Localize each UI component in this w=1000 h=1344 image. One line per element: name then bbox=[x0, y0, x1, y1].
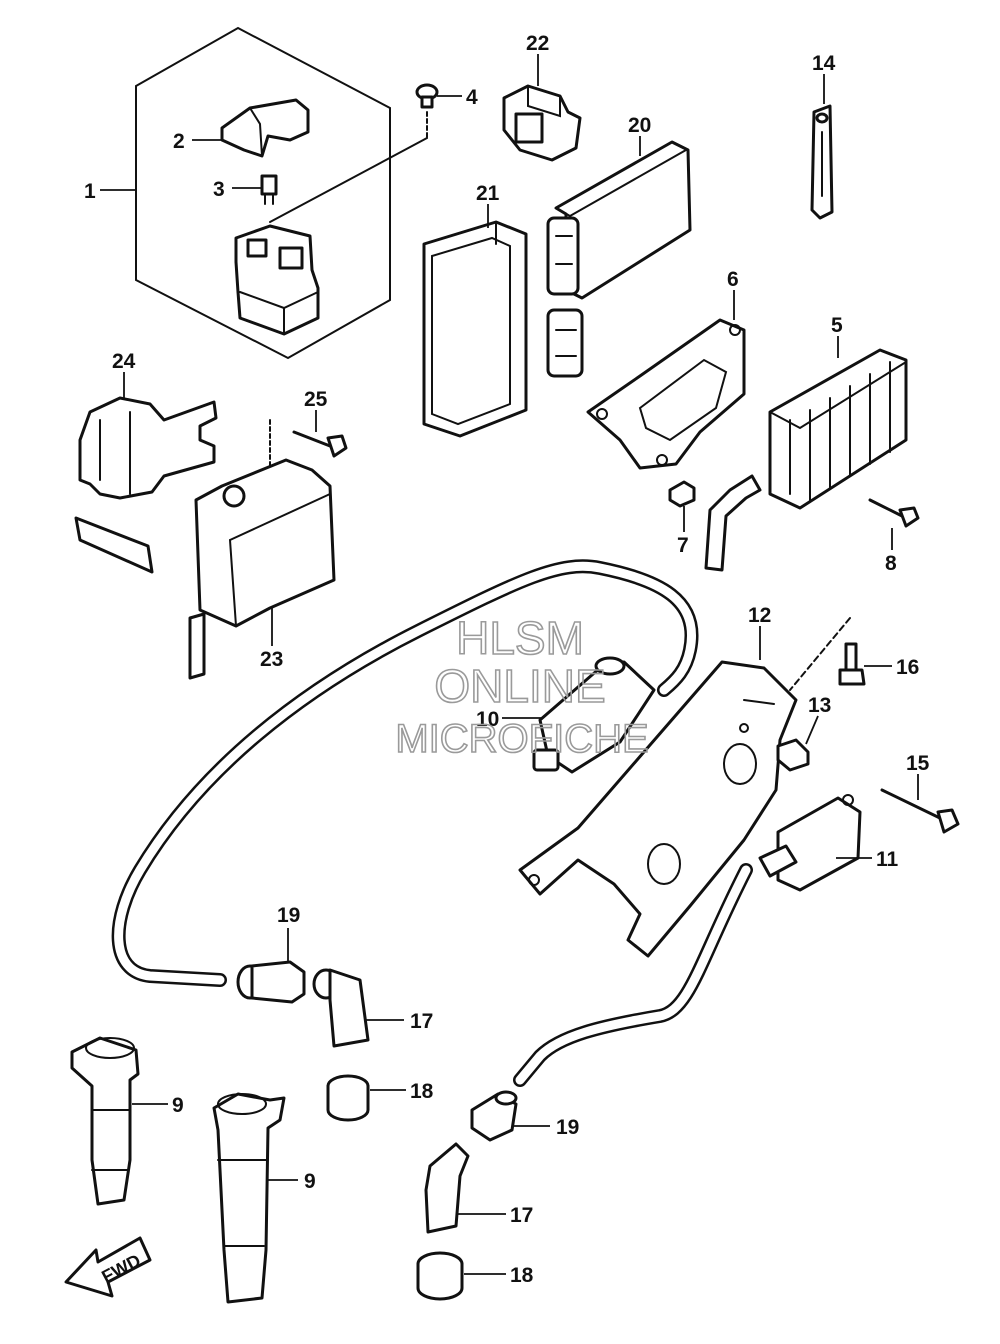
part-4-screw[interactable] bbox=[415, 83, 439, 109]
part-18-seal-upper[interactable] bbox=[326, 1074, 370, 1122]
part-22-connector[interactable] bbox=[502, 84, 582, 162]
part-11-ignition-coil[interactable] bbox=[758, 794, 862, 892]
callout-4[interactable]: 4 bbox=[466, 86, 478, 109]
part-23-ignitor[interactable] bbox=[188, 458, 336, 680]
part-12-coil-bracket[interactable] bbox=[518, 660, 798, 958]
callout-18b[interactable]: 18 bbox=[510, 1264, 534, 1287]
watermark-line3: MICROFICHE bbox=[395, 717, 648, 761]
part-13-spacer[interactable] bbox=[776, 738, 810, 772]
part-17-plug-cap-upper[interactable] bbox=[312, 968, 370, 1048]
callout-18a[interactable]: 18 bbox=[410, 1080, 434, 1103]
callout-12[interactable]: 12 bbox=[748, 604, 771, 627]
part-19-terminal-upper[interactable] bbox=[236, 960, 306, 1004]
part-6-bracket[interactable] bbox=[586, 318, 746, 470]
callout-14[interactable]: 14 bbox=[812, 52, 836, 75]
callout-17b[interactable]: 17 bbox=[510, 1204, 533, 1227]
part-21-frame[interactable] bbox=[422, 220, 528, 438]
callout-5[interactable]: 5 bbox=[831, 314, 843, 337]
callout-11[interactable]: 11 bbox=[876, 848, 899, 871]
callout-1[interactable]: 1 bbox=[84, 180, 96, 203]
callout-8[interactable]: 8 bbox=[885, 552, 897, 575]
part-14-strap[interactable] bbox=[810, 104, 834, 220]
part-17-plug-cap-lower[interactable] bbox=[424, 1142, 470, 1234]
callout-17a[interactable]: 17 bbox=[410, 1010, 433, 1033]
leader-13 bbox=[805, 715, 819, 745]
part-18-seal-lower[interactable] bbox=[416, 1251, 464, 1301]
callout-3[interactable]: 3 bbox=[213, 178, 225, 201]
part-9-stick-coil-right[interactable] bbox=[212, 1092, 286, 1304]
callout-13[interactable]: 13 bbox=[808, 694, 831, 717]
callout-9b[interactable]: 9 bbox=[304, 1170, 316, 1193]
callout-22[interactable]: 22 bbox=[526, 32, 549, 55]
watermark-line1: HLSM bbox=[456, 612, 584, 664]
guide-line-4 bbox=[269, 137, 428, 223]
part-8-bolt[interactable] bbox=[868, 498, 920, 528]
callout-25[interactable]: 25 bbox=[304, 388, 328, 411]
callout-24[interactable]: 24 bbox=[112, 350, 136, 373]
guide-line-16 bbox=[789, 617, 851, 691]
callout-6[interactable]: 6 bbox=[727, 268, 739, 291]
callout-21[interactable]: 21 bbox=[476, 182, 500, 205]
callout-10[interactable]: 10 bbox=[476, 708, 499, 731]
part-19-terminal-lower[interactable] bbox=[470, 1090, 518, 1142]
callout-16[interactable]: 16 bbox=[896, 656, 919, 679]
part-10-ignition-coil[interactable] bbox=[532, 656, 656, 774]
callout-19b[interactable]: 19 bbox=[556, 1116, 579, 1139]
part-5-regulator-rectifier[interactable] bbox=[768, 348, 908, 510]
part-24-holder[interactable] bbox=[74, 396, 218, 574]
callout-2[interactable]: 2 bbox=[173, 130, 185, 153]
callout-15[interactable]: 15 bbox=[906, 752, 930, 775]
part-20-ecm[interactable] bbox=[546, 140, 692, 378]
part-9-stick-coil-left[interactable] bbox=[70, 1036, 140, 1206]
regulator-wire bbox=[704, 474, 762, 572]
starter-relay[interactable] bbox=[234, 224, 320, 336]
part-2-relay-cover[interactable] bbox=[220, 98, 310, 158]
callout-19a[interactable]: 19 bbox=[277, 904, 300, 927]
part-7-bolt[interactable] bbox=[668, 480, 696, 508]
callout-7[interactable]: 7 bbox=[677, 534, 689, 557]
part-3-fuse[interactable] bbox=[260, 174, 278, 205]
fwd-arrow: FWD bbox=[64, 1236, 152, 1298]
watermark-line2: ONLINE bbox=[434, 660, 605, 712]
part-16-bolt[interactable] bbox=[838, 642, 866, 686]
callout-9a[interactable]: 9 bbox=[172, 1094, 184, 1117]
callout-20[interactable]: 20 bbox=[628, 114, 651, 137]
part-15-bolt[interactable] bbox=[880, 788, 960, 834]
part-25-bolt[interactable] bbox=[292, 430, 348, 458]
relay-assembly-outline bbox=[135, 26, 391, 360]
callout-23[interactable]: 23 bbox=[260, 648, 283, 671]
